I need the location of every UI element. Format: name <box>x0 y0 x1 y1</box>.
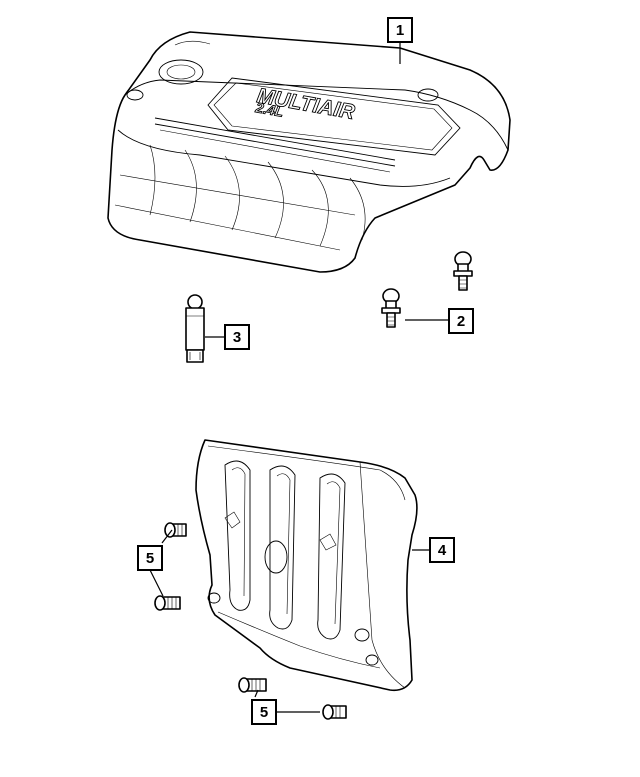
bolt-left-lower <box>154 595 181 611</box>
svg-text:3: 3 <box>233 329 241 346</box>
ball-stud-lower <box>381 288 401 328</box>
svg-text:4: 4 <box>438 542 447 559</box>
callout-2: 2 <box>448 308 474 334</box>
heat-shield <box>195 439 418 692</box>
svg-text:1: 1 <box>396 22 404 39</box>
bolt-bottom-right <box>322 704 347 720</box>
bolt-bottom-left <box>238 677 267 693</box>
grommet-pin <box>185 294 205 363</box>
leader-lines <box>149 42 449 713</box>
engine-cover: MULTIAIR 2.4L <box>107 31 511 273</box>
svg-text:5: 5 <box>260 704 268 721</box>
callout-5-bottom: 5 <box>251 699 277 725</box>
svg-text:5: 5 <box>146 550 154 567</box>
callout-1: 1 <box>387 17 413 43</box>
ball-stud-upper <box>453 251 473 291</box>
bolt-left-upper <box>164 522 187 538</box>
svg-text:2: 2 <box>457 313 465 330</box>
engine-cover-displacement-text: 2.4L <box>253 99 284 120</box>
callout-5-left: 5 <box>137 545 163 571</box>
callout-3: 3 <box>224 324 250 350</box>
callout-4: 4 <box>429 537 455 563</box>
